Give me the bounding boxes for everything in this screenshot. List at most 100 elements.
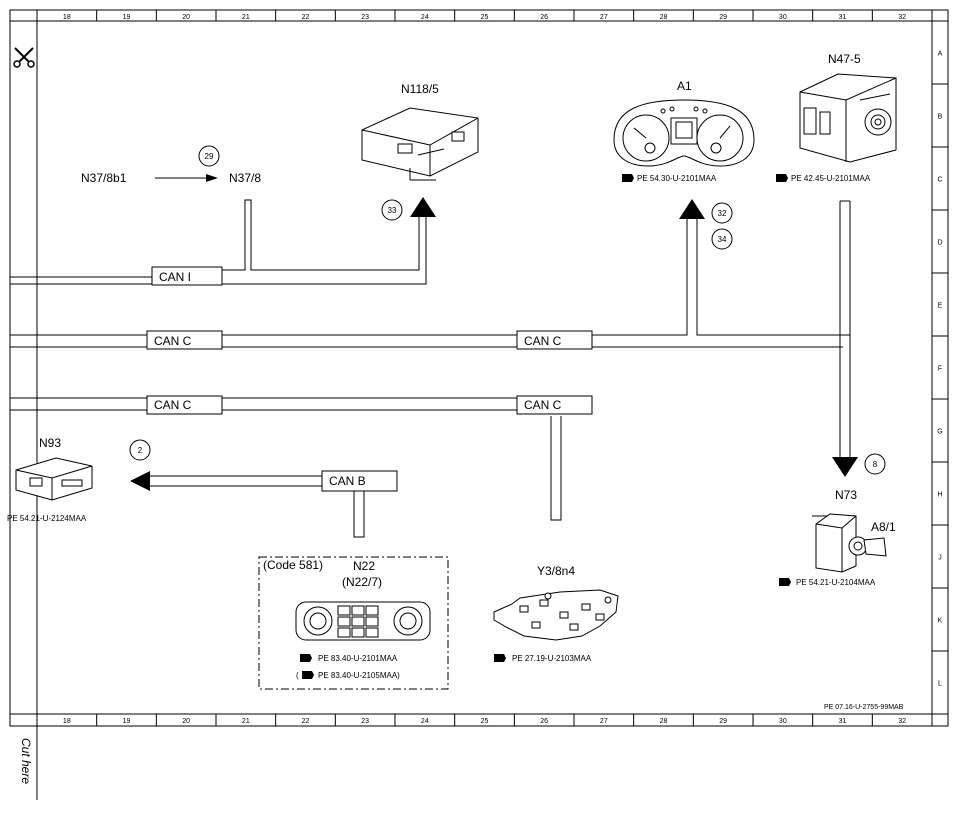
column-number: 21 [242, 14, 250, 21]
drawing-id-text: PE 07.16-U-2755-99MAB [824, 704, 904, 711]
instrument-cluster-icon [613, 99, 755, 167]
column-number: 32 [898, 14, 906, 21]
can-c-box-3 [146, 395, 223, 415]
n118-module-icon [361, 107, 479, 181]
can-c-label-1: CAN C [154, 334, 192, 348]
a8-ref-text: PE 54.21-U-2104MAA [796, 578, 876, 587]
row-letter: H [937, 492, 942, 499]
can-c-upper-wire-5 [592, 219, 688, 336]
can-i-box [151, 266, 223, 286]
marker-2: 2 [129, 439, 151, 461]
column-number: 22 [302, 14, 310, 21]
can-c-box-2 [516, 330, 593, 350]
n37-arrow-head [206, 174, 218, 182]
marker-34: 34 [711, 228, 733, 250]
cut-here-text: Cut here [19, 738, 33, 784]
column-number: 18 [63, 718, 71, 725]
n22-ref2-paren: ( [296, 671, 299, 680]
marker-32: 32 [711, 202, 733, 224]
y3-ref-text: PE 27.19-U-2103MAA [512, 654, 592, 663]
n22-ref1-pointer-icon [300, 654, 312, 662]
column-number: 28 [660, 14, 668, 21]
column-number: 19 [123, 14, 131, 21]
n22-ref2-pointer-icon [302, 671, 314, 679]
column-number: 28 [660, 718, 668, 725]
n47-ref-text: PE 42.45-U-2101MAA [791, 174, 871, 183]
can-i-wire-upper [222, 199, 420, 271]
column-number: 29 [719, 14, 727, 21]
n22-label: N22 [353, 559, 375, 573]
marker-8: 8 [864, 453, 886, 475]
can-c-box-1 [146, 330, 223, 350]
row-letter: C [937, 177, 942, 184]
n118-arrow-icon [410, 197, 436, 217]
abs-unit-icon [799, 73, 897, 163]
n93-arrow-icon [130, 471, 150, 491]
can-i-wire-lower [222, 217, 427, 285]
can-c-label-4: CAN C [524, 398, 562, 412]
n93-label: N93 [39, 436, 61, 450]
svg-text:33: 33 [388, 206, 397, 215]
can-b-box [321, 470, 398, 492]
y3-label: Y3/8n4 [537, 564, 575, 578]
n47-label: N47-5 [828, 52, 861, 66]
svg-text:2: 2 [138, 446, 143, 455]
row-letter: J [938, 555, 942, 562]
column-number: 27 [600, 718, 608, 725]
column-number: 32 [898, 718, 906, 725]
n22-option-box [258, 556, 449, 690]
a8-label: A8/1 [871, 520, 896, 534]
can-i-label: CAN I [159, 270, 191, 284]
marker-33: 33 [381, 199, 403, 221]
n47-ref-pointer-icon [776, 174, 788, 182]
drawing-frame [9, 9, 949, 727]
column-number: 30 [779, 14, 787, 21]
column-number: 31 [839, 718, 847, 725]
y3-wire [550, 416, 562, 521]
n37-target-label: N37/8 [229, 171, 261, 185]
column-number: 20 [182, 14, 190, 21]
column-number: 23 [361, 14, 369, 21]
a1-ref-pointer-icon [622, 174, 634, 182]
column-number: 19 [123, 718, 131, 725]
row-letter: K [938, 618, 943, 625]
column-number: 25 [481, 718, 489, 725]
n22-code-label: (Code 581) [263, 558, 323, 572]
column-number: 29 [719, 718, 727, 725]
column-number: 31 [839, 14, 847, 21]
n118-label: N118/5 [401, 82, 439, 96]
column-number: 26 [540, 718, 548, 725]
row-letter: D [937, 240, 942, 247]
a8-ref-pointer-icon [779, 578, 791, 586]
column-number: 18 [63, 14, 71, 21]
n22-ref1-text: PE 83.40-U-2101MAA [318, 654, 398, 663]
row-letter: E [938, 303, 943, 310]
row-letter: A [938, 51, 943, 58]
column-number: 21 [242, 718, 250, 725]
n73-arrow-icon [832, 457, 858, 477]
row-letter: L [938, 681, 942, 688]
scissors-icon [13, 47, 35, 68]
svg-text:8: 8 [873, 460, 878, 469]
n37-source-label: N37/8b1 [81, 171, 127, 185]
n22-sublabel: (N22/7) [342, 575, 382, 589]
column-number: 22 [302, 718, 310, 725]
svg-text:29: 29 [205, 152, 214, 161]
can-c-label-3: CAN C [154, 398, 192, 412]
can-b-label: CAN B [329, 474, 366, 488]
can-c-box-4 [516, 395, 593, 415]
column-number: 25 [481, 14, 489, 21]
column-number: 30 [779, 718, 787, 725]
ignition-switch-icon [812, 513, 887, 573]
n93-ref-text: PE 54.21-U-2124MAA [7, 514, 87, 523]
svg-text:34: 34 [718, 235, 727, 244]
column-number: 20 [182, 718, 190, 725]
n22-ref2-text: PE 83.40-U-2105MAA) [318, 671, 400, 680]
climate-panel-icon [295, 601, 431, 641]
a1-arrow-icon [679, 199, 705, 219]
marker-29: 29 [198, 145, 220, 167]
